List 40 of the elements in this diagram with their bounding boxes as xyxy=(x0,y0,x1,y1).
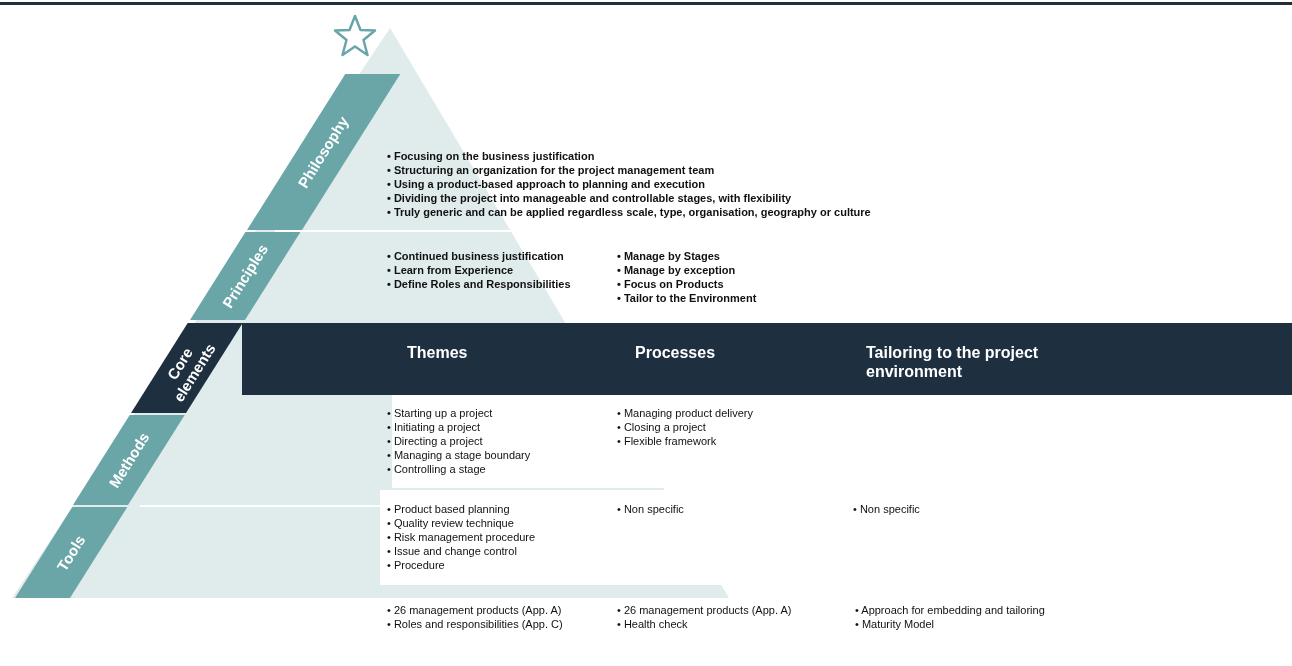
bullet-item: • Non specific xyxy=(853,502,921,516)
bullet-item: • Health check xyxy=(617,617,689,631)
bullet-item: • Risk management procedure xyxy=(387,530,537,544)
pyramid-band xyxy=(190,232,301,320)
bullet-item: • Non specific xyxy=(617,502,685,516)
bullet-item: • Issue and change control xyxy=(387,544,518,558)
bullet-item: • Focusing on the business justification xyxy=(387,149,596,163)
column-heading: Tailoring to the project environment xyxy=(866,343,1040,381)
bullet-item: • Learn from Experience xyxy=(387,263,515,277)
bullet-item: • Dividing the project into manageable and controllable stages, with flexibility xyxy=(387,191,793,205)
pyramid-band xyxy=(73,415,186,505)
bullet-item: • Structuring an organization for the project management team xyxy=(387,163,716,177)
bullet-item: • Manage by Stages xyxy=(617,249,721,263)
bullet-item: • Product based planning xyxy=(387,502,511,516)
pyramid-band xyxy=(131,323,244,413)
bullet-item: • Focus on Products xyxy=(617,277,725,291)
bullet-item: • Using a product-based approach to planning and execution xyxy=(387,177,706,191)
column-heading: Processes xyxy=(635,343,717,362)
bullet-item: • Directing a project xyxy=(387,434,484,448)
bullet-item: • Initiating a project xyxy=(387,420,482,434)
bullet-item: • Controlling a stage xyxy=(387,462,487,476)
bullet-item: • 26 management products (App. A) xyxy=(617,603,793,617)
bullet-item: • Managing a stage boundary xyxy=(387,448,532,462)
bullet-item: • Closing a project xyxy=(617,420,707,434)
bullet-item: • Flexible framework xyxy=(617,434,718,448)
bullet-item: • Approach for embedding and tailoring xyxy=(855,603,1046,617)
bullet-item: • Continued business justification xyxy=(387,249,565,263)
bullet-item: • Manage by exception xyxy=(617,263,737,277)
bullet-item: • 26 management products (App. A) xyxy=(387,603,563,617)
column-heading: Themes xyxy=(407,343,469,362)
bullet-item: • Truly generic and can be applied regardless scale, type, organisation, geography or culture xyxy=(387,205,872,219)
bullet-item: • Tailor to the Environment xyxy=(617,291,758,305)
bullet-item: • Define Roles and Responsibilities xyxy=(387,277,572,291)
bullet-item: • Maturity Model xyxy=(855,617,936,631)
pyramid-band xyxy=(14,507,128,598)
bullet-item: • Roles and responsibilities (App. C) xyxy=(387,617,564,631)
bullet-item: • Managing product delivery xyxy=(617,406,754,420)
bullet-item: • Procedure xyxy=(387,558,446,572)
bullet-item: • Starting up a project xyxy=(387,406,494,420)
bullet-item: • Quality review technique xyxy=(387,516,515,530)
